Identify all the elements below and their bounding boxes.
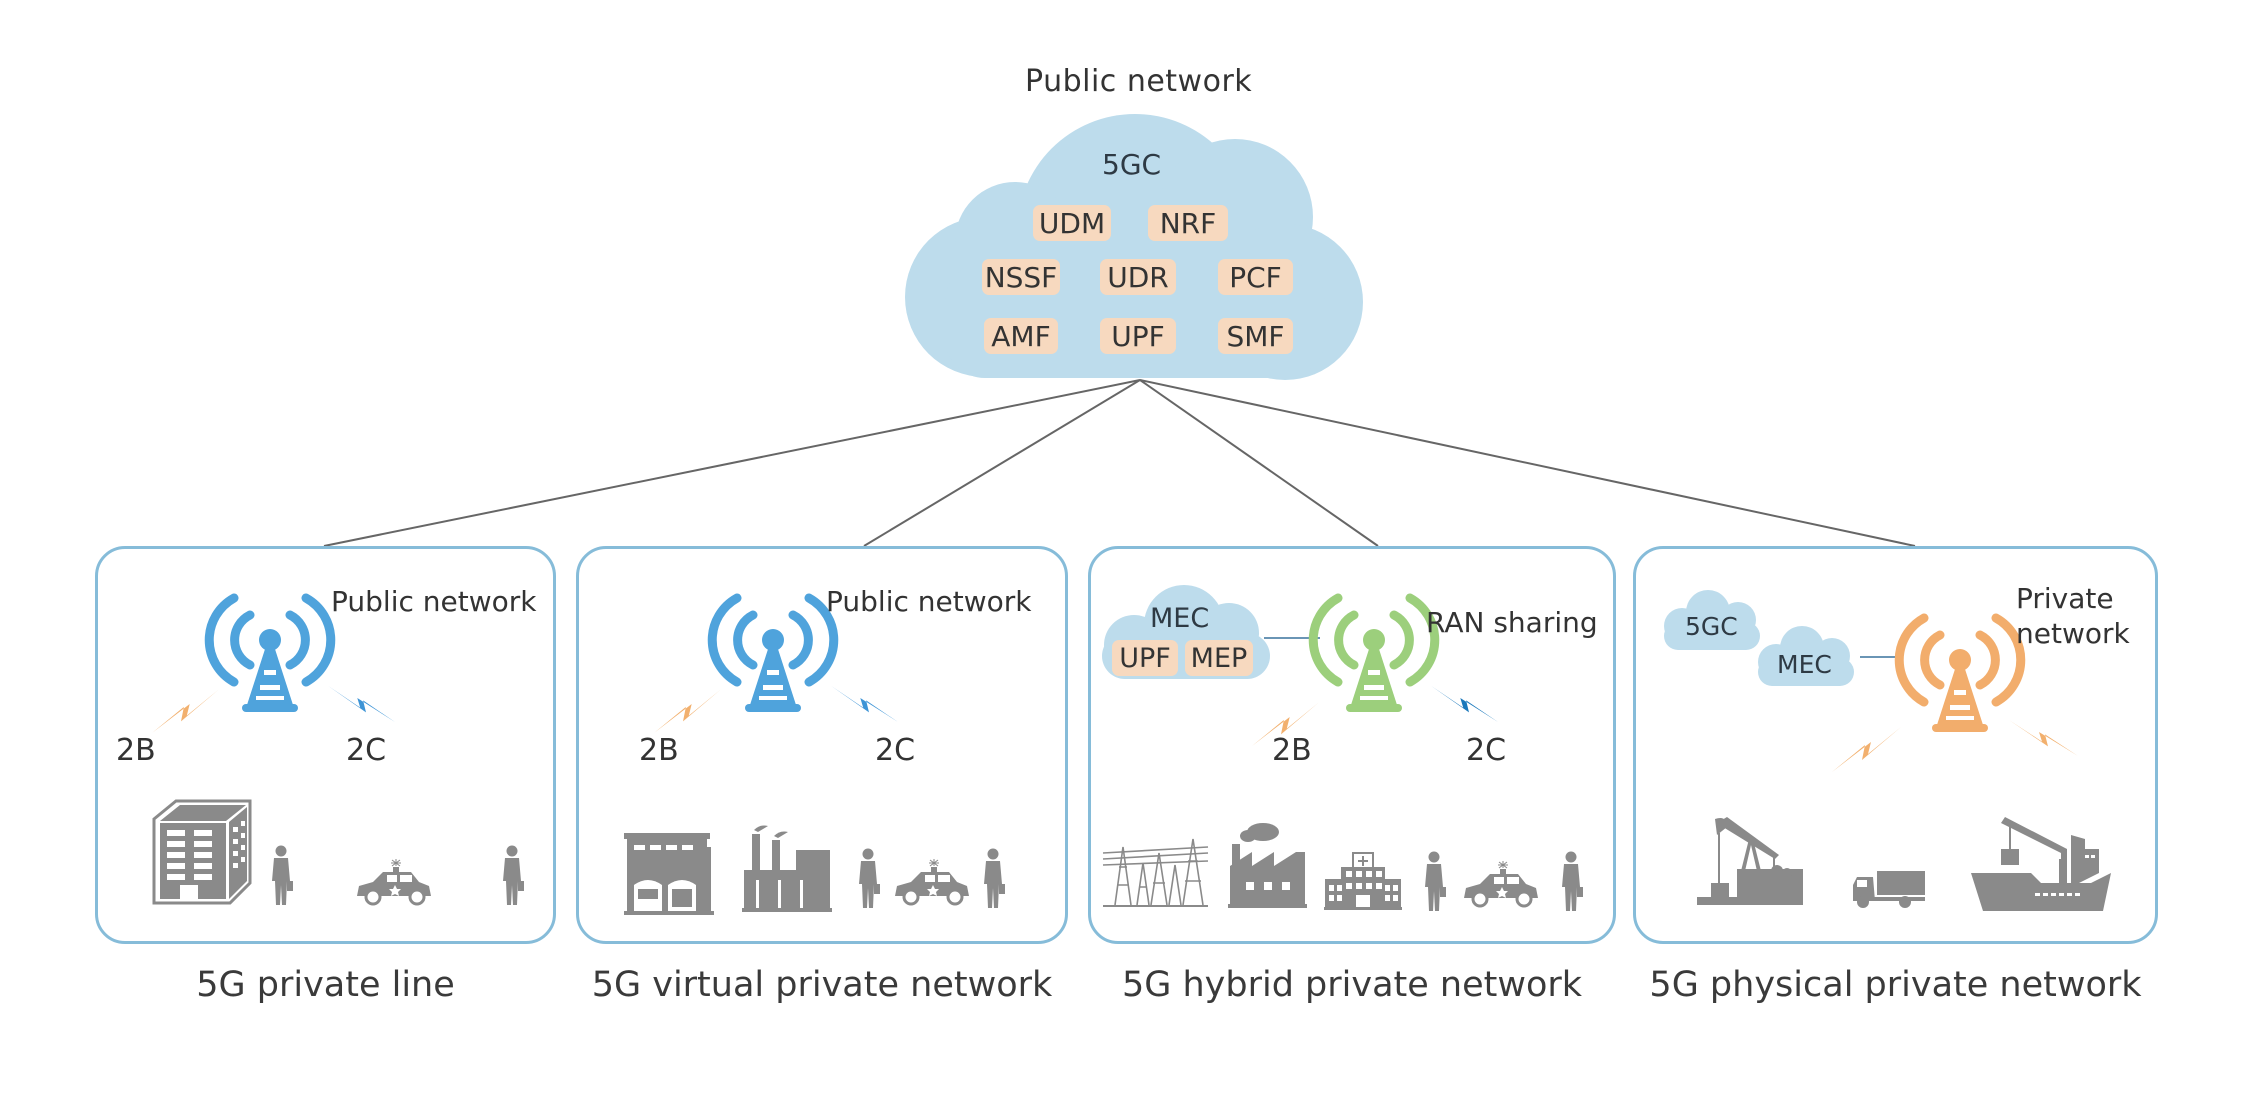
label-2b: 2B xyxy=(639,733,679,768)
function-chip-upf: UPF xyxy=(1112,640,1178,676)
bolt-2c-icon xyxy=(831,686,898,722)
function-chip-mep: MEP xyxy=(1185,640,1253,676)
label-2b: 2B xyxy=(1272,733,1312,768)
person-icon xyxy=(859,848,880,908)
function-chip-nssf: NSSF xyxy=(982,259,1060,295)
link-to-private-line xyxy=(323,379,1141,547)
network-label: Public network xyxy=(331,585,537,618)
function-chip-udr: UDR xyxy=(1100,259,1176,295)
tower-icon xyxy=(1314,600,1434,730)
network-label: Public network xyxy=(826,585,1032,618)
function-chip-upf: UPF xyxy=(1100,318,1176,354)
factory-icon xyxy=(1228,823,1307,908)
person-icon xyxy=(272,845,293,905)
mec-cloud-label: MEC xyxy=(1150,603,1210,634)
bolt-2c-icon xyxy=(1431,686,1498,722)
label-2c: 2C xyxy=(875,733,916,768)
label-2b: 2B xyxy=(116,733,156,768)
person-icon xyxy=(1425,851,1446,911)
bolt-left-icon xyxy=(1832,727,1901,772)
police-car-icon xyxy=(893,857,971,906)
function-chip-amf: AMF xyxy=(984,318,1058,354)
link-to-hybrid-private-network xyxy=(1139,379,1379,547)
network-label: RAN sharing xyxy=(1426,606,1598,639)
power-towers-icon xyxy=(1102,838,1209,907)
factory-icon xyxy=(742,825,832,912)
hospital-icon xyxy=(1324,852,1402,910)
function-chip-nrf: NRF xyxy=(1148,205,1228,241)
caption-virtual-private-network: 5G virtual private network xyxy=(591,965,1053,1005)
network-label-line2: network xyxy=(2016,617,2130,650)
label-2c: 2C xyxy=(1466,733,1507,768)
police-car-icon xyxy=(1462,859,1540,908)
police-car-icon xyxy=(355,857,433,906)
office-building-icon xyxy=(152,799,252,905)
oil-pump-icon xyxy=(1697,817,1803,905)
core-cloud-label: 5GC xyxy=(1102,148,1162,181)
bolt-2c-icon xyxy=(328,686,395,722)
fire-station-icon xyxy=(624,833,714,915)
function-chip-udm: UDM xyxy=(1033,205,1111,241)
link-to-physical-private-network xyxy=(1139,379,1916,547)
mec-cloud-label: MEC xyxy=(1777,650,1832,679)
link-to-virtual-private-network xyxy=(863,379,1141,547)
5gc-cloud-label: 5GC xyxy=(1685,612,1738,641)
network-label-line1: Private xyxy=(2016,582,2114,615)
person-icon xyxy=(503,845,524,905)
caption-hybrid-private-network: 5G hybrid private network xyxy=(1121,965,1583,1005)
function-chip-smf: SMF xyxy=(1218,318,1293,354)
truck-icon xyxy=(1853,871,1925,908)
person-icon xyxy=(984,848,1005,908)
mec-to-tower-line xyxy=(1860,656,1898,658)
person-icon xyxy=(1562,851,1583,911)
bolt-right-icon xyxy=(2009,720,2078,756)
core-network-title: Public network xyxy=(1025,64,1253,99)
caption-private-line: 5G private line xyxy=(196,965,455,1005)
bolt-2b-icon xyxy=(152,689,219,733)
mec-cloud-icon xyxy=(1758,626,1854,686)
5gc-cloud-icon xyxy=(1664,590,1760,650)
cargo-ship-icon xyxy=(1971,817,2111,911)
caption-physical-private-network: 5G physical private network xyxy=(1649,965,2142,1005)
function-chip-pcf: PCF xyxy=(1218,259,1293,295)
label-2c: 2C xyxy=(346,733,387,768)
